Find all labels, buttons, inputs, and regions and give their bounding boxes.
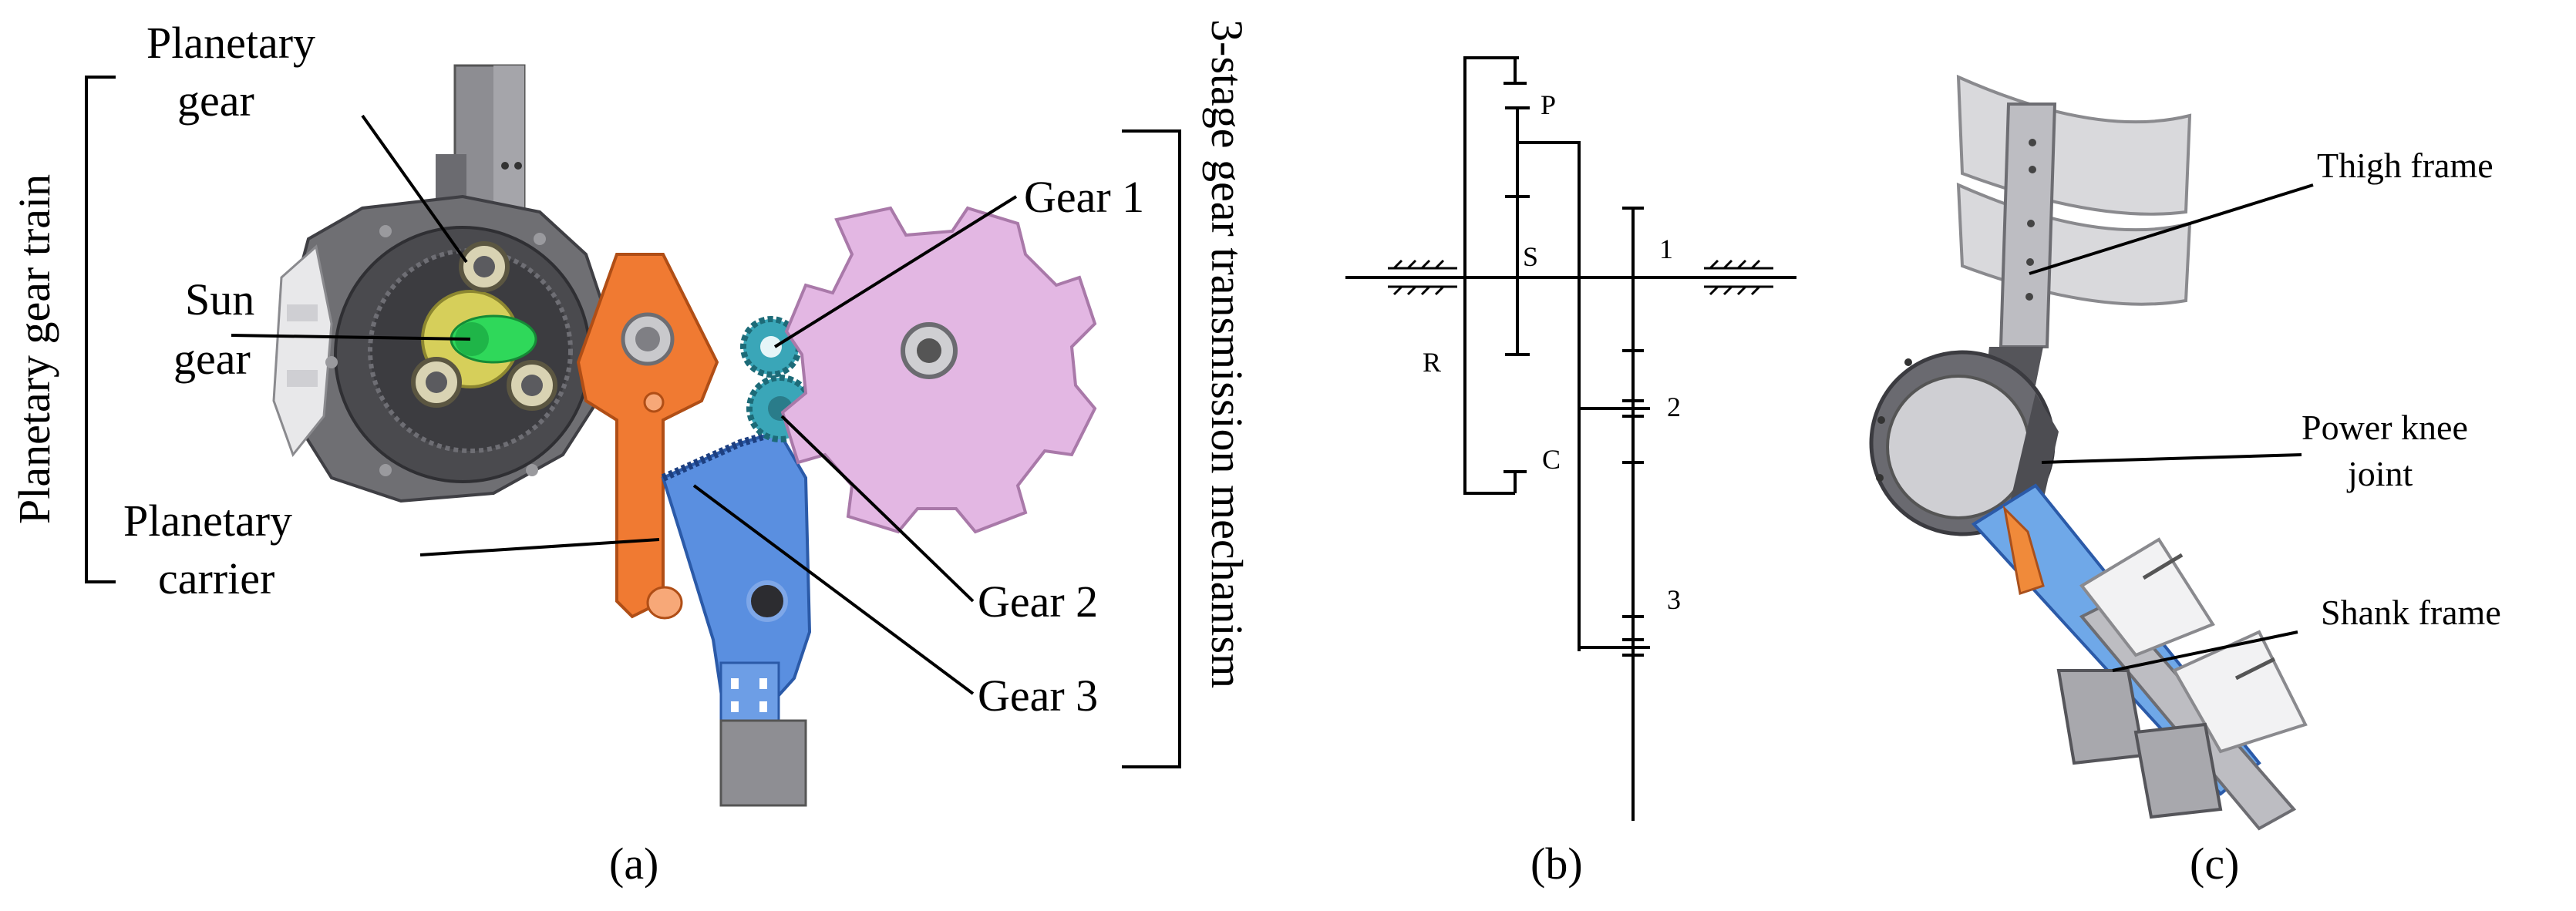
label-R: R bbox=[1423, 347, 1441, 378]
ring-gear-R bbox=[1463, 56, 1519, 495]
leader-gear3 bbox=[692, 484, 975, 695]
right-ground bbox=[1704, 259, 1773, 296]
upper-frame bbox=[436, 64, 526, 213]
label-shank-frame: Shank frame bbox=[2321, 593, 2501, 632]
label-planetary-carrier-1: Planetary bbox=[123, 496, 292, 546]
label-sun-gear-1: Sun bbox=[185, 274, 254, 324]
panel-c: Thigh frame Power knee joint Shank frame… bbox=[1869, 74, 2501, 889]
label-thigh-frame: Thigh frame bbox=[2317, 146, 2494, 185]
label-3: 3 bbox=[1667, 584, 1681, 615]
label-planetary-gear-2: gear bbox=[177, 76, 254, 126]
panel-a: Planetary gear train bbox=[9, 18, 1252, 889]
shank-cuffs bbox=[2056, 537, 2308, 819]
label-sun-gear-2: gear bbox=[173, 334, 251, 384]
label-gear1: Gear 1 bbox=[1024, 172, 1144, 222]
leader-planetary-carrier bbox=[419, 538, 660, 556]
caption-b: (b) bbox=[1530, 839, 1583, 889]
leader-gear2 bbox=[780, 415, 975, 603]
three-stage-bracket bbox=[1122, 129, 1181, 768]
planetary-gears bbox=[411, 241, 557, 411]
knee-joint-part bbox=[1869, 350, 2059, 536]
label-C: C bbox=[1542, 444, 1561, 475]
leader-thigh-frame bbox=[2029, 183, 2314, 275]
label-2: 2 bbox=[1667, 392, 1681, 422]
large-pink-gear bbox=[780, 206, 1097, 534]
planetary-train-bracket bbox=[85, 76, 116, 583]
label-S: S bbox=[1523, 241, 1538, 272]
label-P: P bbox=[1541, 89, 1556, 120]
leader-shank-frame bbox=[2112, 630, 2298, 672]
leader-gear1 bbox=[773, 195, 1018, 348]
label-gear2: Gear 2 bbox=[978, 577, 1098, 627]
panel-b: P S R C 1 2 3 (b) bbox=[1345, 56, 1796, 889]
planetary-train-label: Planetary gear train bbox=[9, 174, 59, 524]
caption-a: (a) bbox=[609, 839, 658, 889]
label-power-knee-2: joint bbox=[2346, 454, 2413, 493]
leader-planetary-gear bbox=[361, 114, 468, 264]
carrier-C bbox=[1517, 141, 1581, 651]
planetary-carrier-part bbox=[576, 253, 719, 620]
label-planetary-gear-1: Planetary bbox=[146, 18, 315, 68]
leader-sun-gear bbox=[231, 334, 471, 341]
label-1: 1 bbox=[1659, 234, 1673, 264]
label-gear3: Gear 3 bbox=[978, 671, 1098, 721]
label-planetary-carrier-2: carrier bbox=[158, 553, 274, 603]
thigh-cuffs bbox=[1956, 74, 2192, 306]
sector-gear-part bbox=[661, 428, 812, 807]
three-stage-label: 3-stage gear transmission mechanism bbox=[1202, 19, 1252, 688]
label-power-knee-1: Power knee bbox=[2302, 408, 2468, 447]
left-ground bbox=[1388, 259, 1457, 296]
caption-c: (c) bbox=[2190, 839, 2239, 889]
leader-power-knee bbox=[2041, 453, 2302, 464]
